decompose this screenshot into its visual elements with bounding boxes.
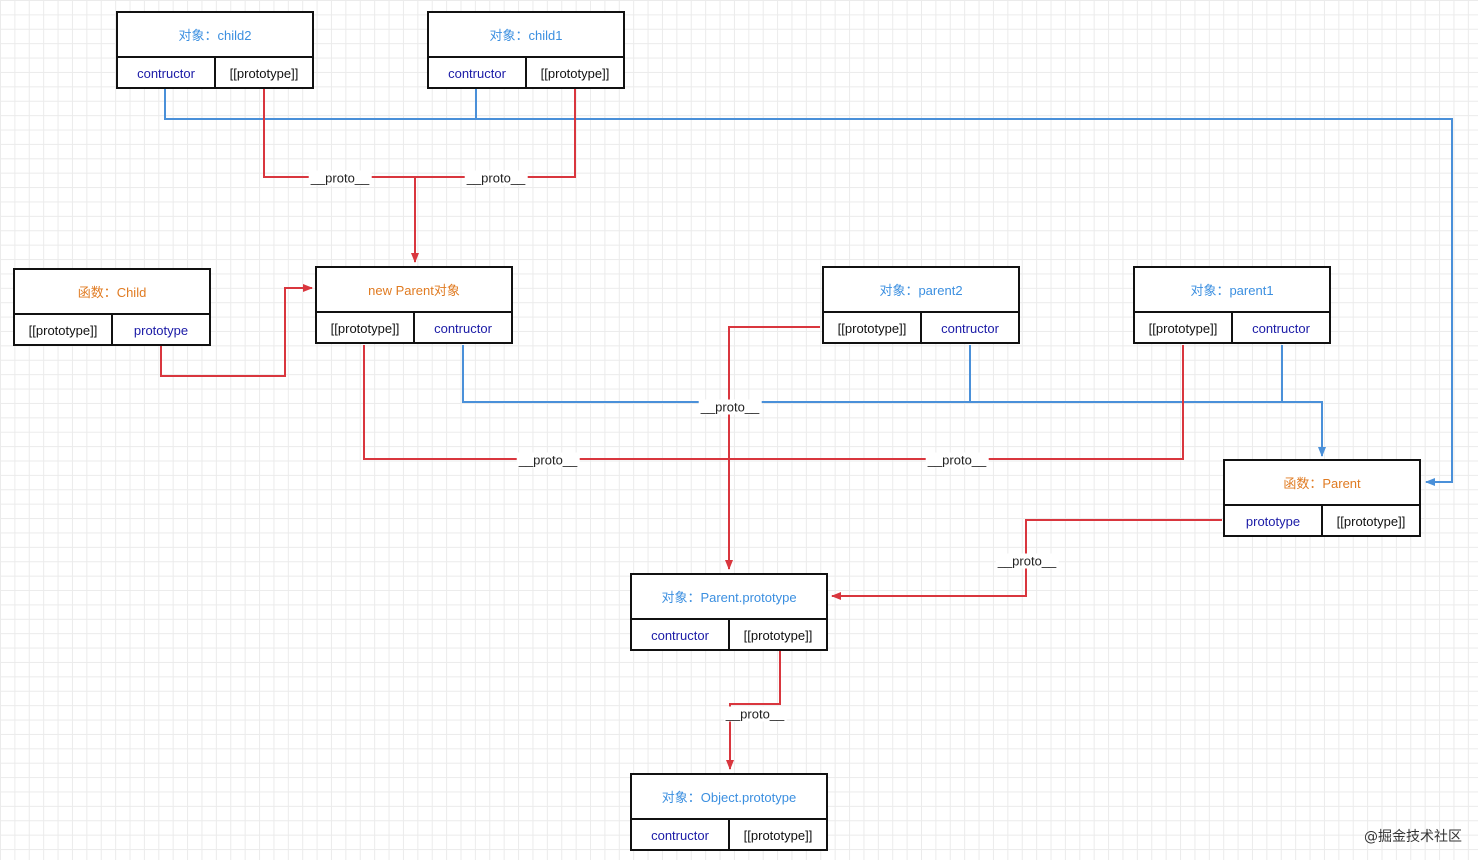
constructor-slot: contructor xyxy=(920,313,1018,344)
node-title: 对象：Object.prototype xyxy=(632,775,826,820)
node-title: 对象：child2 xyxy=(118,13,312,58)
proto-label-parent-fn: __proto__ xyxy=(995,553,1059,569)
prototype-property-slot: prototype xyxy=(1245,514,1301,529)
node-child2: 对象：child2 contructor [[prototype]] xyxy=(116,11,314,89)
constructor-slot: contructor xyxy=(651,628,709,643)
prototype-property-slot: prototype xyxy=(111,315,209,346)
node-parent-function: 函数：Parent prototype [[prototype]] xyxy=(1223,459,1421,537)
node-title: 对象：child1 xyxy=(429,13,623,58)
proto-label-newparent: __proto__ xyxy=(516,452,580,468)
prototype-slot: [[prototype]] xyxy=(728,620,826,651)
edge-newparent-proto xyxy=(363,345,1184,460)
proto-label-parent2: __proto__ xyxy=(698,399,762,415)
node-title: 函数：Child xyxy=(15,270,209,315)
prototype-slot: [[prototype]] xyxy=(214,58,312,89)
node-title: new Parent对象 xyxy=(317,268,511,313)
edge-parent2-proto xyxy=(725,326,820,570)
edge-child2-constructor xyxy=(164,89,1453,486)
constructor-slot: contructor xyxy=(1231,313,1329,344)
node-parent-prototype: 对象：Parent.prototype contructor [[prototy… xyxy=(630,573,828,651)
prototype-slot: [[prototype]] xyxy=(1148,321,1218,336)
edge-child2-proto xyxy=(263,89,415,178)
node-parent2: 对象：parent2 [[prototype]] contructor xyxy=(822,266,1020,344)
prototype-slot: [[prototype]] xyxy=(728,820,826,851)
prototype-slot: [[prototype]] xyxy=(1321,506,1419,537)
constructor-slot: contructor xyxy=(448,66,506,81)
constructor-slot: contructor xyxy=(651,828,709,843)
prototype-slot: [[prototype]] xyxy=(525,58,623,89)
node-new-parent: new Parent对象 [[prototype]] contructor xyxy=(315,266,513,344)
node-title: 函数：Parent xyxy=(1225,461,1419,506)
node-child1: 对象：child1 contructor [[prototype]] xyxy=(427,11,625,89)
prototype-slot: [[prototype]] xyxy=(330,321,400,336)
node-parent1: 对象：parent1 [[prototype]] contructor xyxy=(1133,266,1331,344)
constructor-slot: contructor xyxy=(137,66,195,81)
edge-newparent-constructor xyxy=(462,345,1326,457)
proto-label-child1: __proto__ xyxy=(464,170,528,186)
node-child-function: 函数：Child [[prototype]] prototype xyxy=(13,268,211,346)
proto-label-child2: __proto__ xyxy=(308,170,372,186)
proto-label-parent1: __proto__ xyxy=(925,452,989,468)
edge-child1-proto xyxy=(415,89,576,178)
prototype-slot: [[prototype]] xyxy=(837,321,907,336)
edge-child-prototype xyxy=(160,284,313,377)
constructor-slot: contructor xyxy=(413,313,511,344)
node-object-prototype: 对象：Object.prototype contructor [[prototy… xyxy=(630,773,828,851)
watermark: @掘金技术社区 xyxy=(1364,829,1462,845)
proto-label-parentprototype: __proto__ xyxy=(723,706,787,722)
node-title: 对象：Parent.prototype xyxy=(632,575,826,620)
node-title: 对象：parent1 xyxy=(1135,268,1329,313)
edge-parentprototype-proto xyxy=(726,651,781,770)
prototype-slot: [[prototype]] xyxy=(28,323,98,338)
node-title: 对象：parent2 xyxy=(824,268,1018,313)
